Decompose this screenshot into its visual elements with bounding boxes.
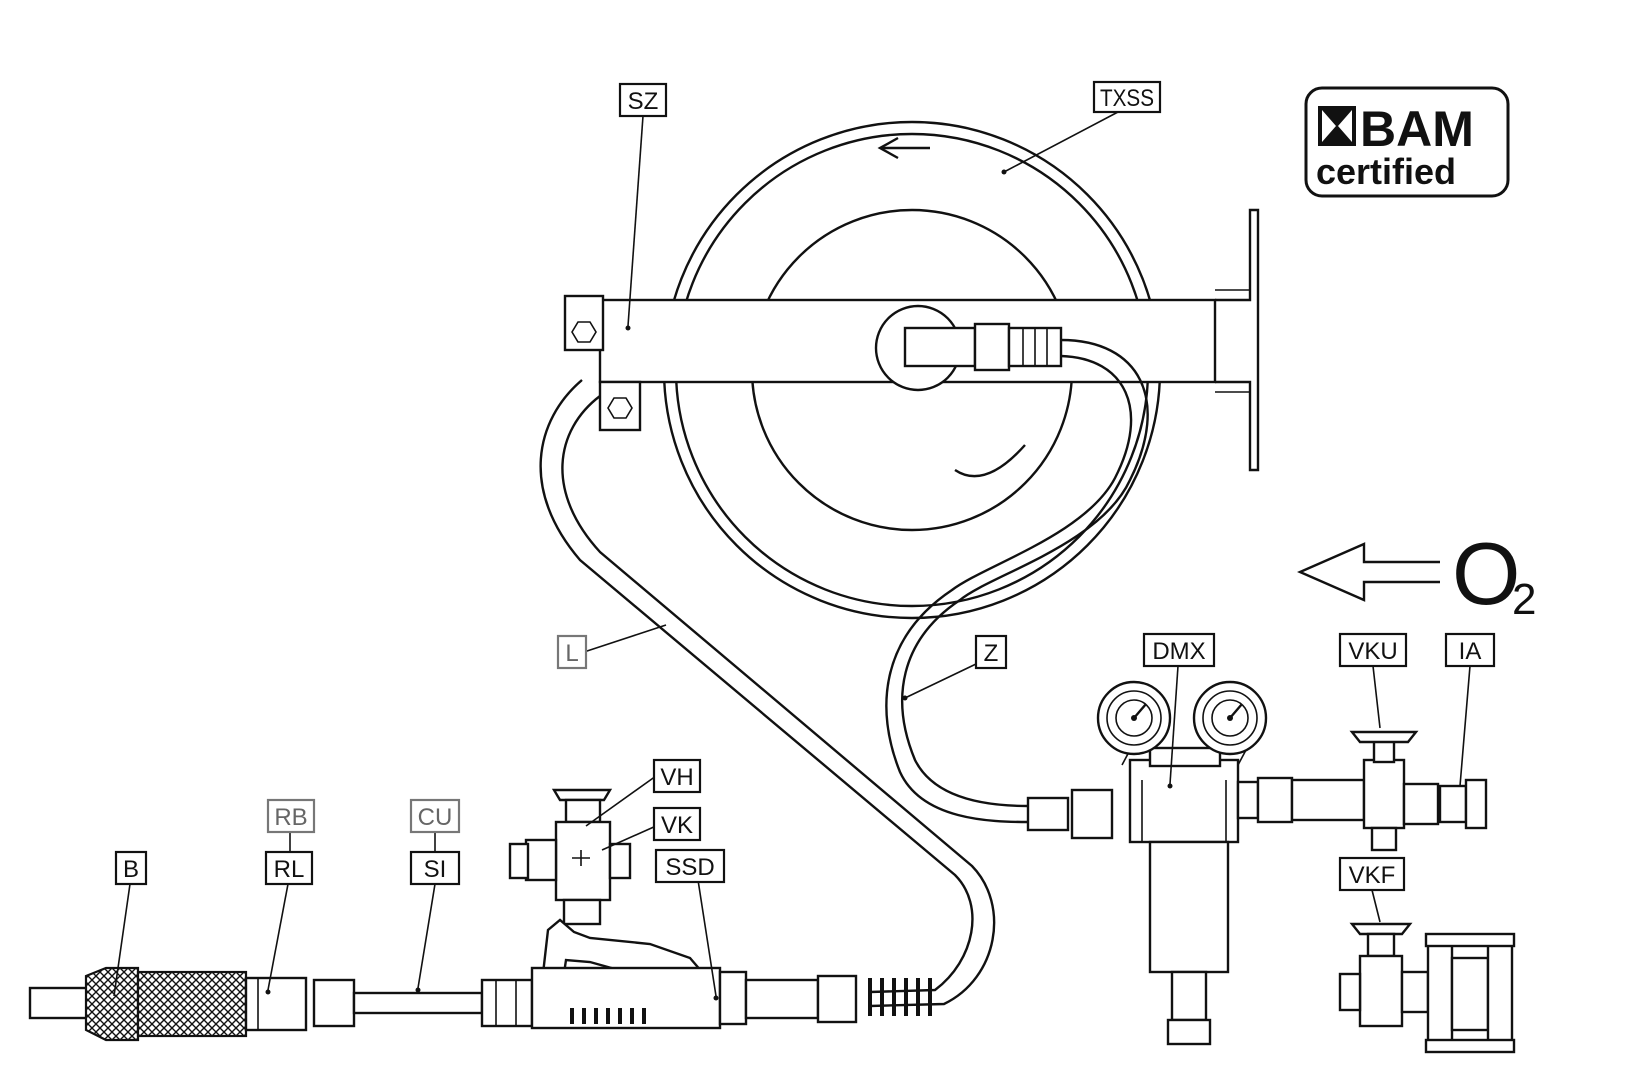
- regulator-drain-cap: [1166, 1018, 1212, 1046]
- connector-pipe: [1290, 778, 1366, 822]
- hub-fitting: [903, 326, 977, 368]
- label-vkf: VKF: [1349, 862, 1396, 889]
- valve-vku-bottom: [1370, 826, 1398, 852]
- ssd-valve-body: [530, 966, 722, 1030]
- bam-mark-icon: [1318, 106, 1356, 146]
- regulator-drain: [1170, 970, 1208, 1022]
- valve-vku-handwheel: [1349, 730, 1419, 744]
- label-b: B: [123, 856, 139, 883]
- logo-brand: BAM: [1360, 101, 1474, 157]
- reel-hose-l: [539, 379, 996, 1008]
- knurled-grip: [136, 970, 248, 1038]
- label-vh: VH: [660, 764, 693, 791]
- valve-vku-body: [1362, 758, 1406, 830]
- label-z: Z: [984, 640, 999, 667]
- vkf-bolt: [1424, 1038, 1516, 1054]
- trigger-spring: [570, 1008, 646, 1024]
- vkf-flange: [1450, 956, 1490, 1032]
- vkf-bolt: [1424, 932, 1516, 948]
- oxygen-subscript: 2: [1512, 575, 1536, 624]
- regulator-inlet-hex: [1070, 788, 1114, 840]
- vkf-handwheel: [1349, 922, 1413, 936]
- hex-bolt-icon: [571, 321, 597, 343]
- hose-nut: [816, 974, 858, 1024]
- ia-hex: [1402, 782, 1440, 826]
- hub-hex-nut: [973, 322, 1011, 372]
- regulator-bonnet: [1148, 746, 1222, 768]
- lance-nut: [480, 978, 534, 1028]
- blowpipe-assembly: [28, 918, 932, 1042]
- label-sz: SZ: [628, 88, 659, 115]
- supply-hose-z: [885, 338, 1149, 824]
- logo-tagline: certified: [1316, 151, 1456, 192]
- outlet-pressure-gauge-icon: [1192, 680, 1268, 756]
- label-vk: VK: [661, 812, 693, 839]
- label-cu: CU: [418, 804, 453, 831]
- label-l: L: [565, 640, 578, 667]
- regulator-outlet-hex: [1256, 776, 1294, 824]
- b-knurled-handle: [84, 966, 140, 1042]
- wall-mount-bracket: [1215, 208, 1260, 472]
- blowpipe-tube: [28, 986, 90, 1020]
- label-rl: RL: [274, 856, 305, 883]
- vkf-flange: [1486, 942, 1514, 1046]
- regulator-inlet-nut: [1026, 796, 1070, 832]
- reel-drum-hose-end: [954, 444, 1026, 478]
- outlet-hex: [718, 970, 748, 1026]
- ia-connector: [1438, 784, 1468, 824]
- rl-coupling: [244, 976, 308, 1032]
- oxygen-symbol: O: [1452, 524, 1520, 623]
- regulator-body: [1128, 758, 1240, 844]
- vh-handwheel: [551, 788, 613, 802]
- pressure-regulator: [1026, 680, 1488, 1046]
- label-dmx: DMX: [1152, 638, 1205, 665]
- bend-protection-spring: [868, 978, 932, 1016]
- bam-certified-logo: BAM certified: [1304, 86, 1510, 198]
- rotation-arrow-icon: [877, 136, 930, 160]
- label-vku: VKU: [1348, 638, 1397, 665]
- ia-thread: [1464, 778, 1488, 830]
- bracket-lower-plate: [598, 380, 642, 432]
- label-si: SI: [424, 856, 447, 883]
- regulator-outlet-nut: [1236, 780, 1260, 820]
- label-ia: IA: [1459, 638, 1482, 665]
- label-txss: TXSS: [1100, 85, 1154, 112]
- si-lance: [352, 991, 484, 1015]
- hose-valve-vh-vk: [508, 788, 632, 926]
- hose-reel: [563, 120, 1260, 620]
- hex-bolt-icon: [607, 397, 633, 419]
- coupling-hex: [312, 978, 356, 1028]
- oxygen-flow-arrow-icon: [1297, 542, 1440, 602]
- vkf-flange: [1426, 942, 1454, 1046]
- bracket-end-plate: [563, 294, 605, 352]
- trigger-lever: [538, 918, 704, 1002]
- inlet-pressure-gauge-icon: [1096, 680, 1172, 756]
- regulator-filter-bowl: [1148, 840, 1230, 974]
- label-rb: RB: [274, 804, 307, 831]
- logo-frame: [1304, 86, 1510, 198]
- flange-valve-vkf: [1338, 922, 1516, 1054]
- label-ssd: SSD: [665, 854, 714, 881]
- outlet-nut: [744, 978, 820, 1020]
